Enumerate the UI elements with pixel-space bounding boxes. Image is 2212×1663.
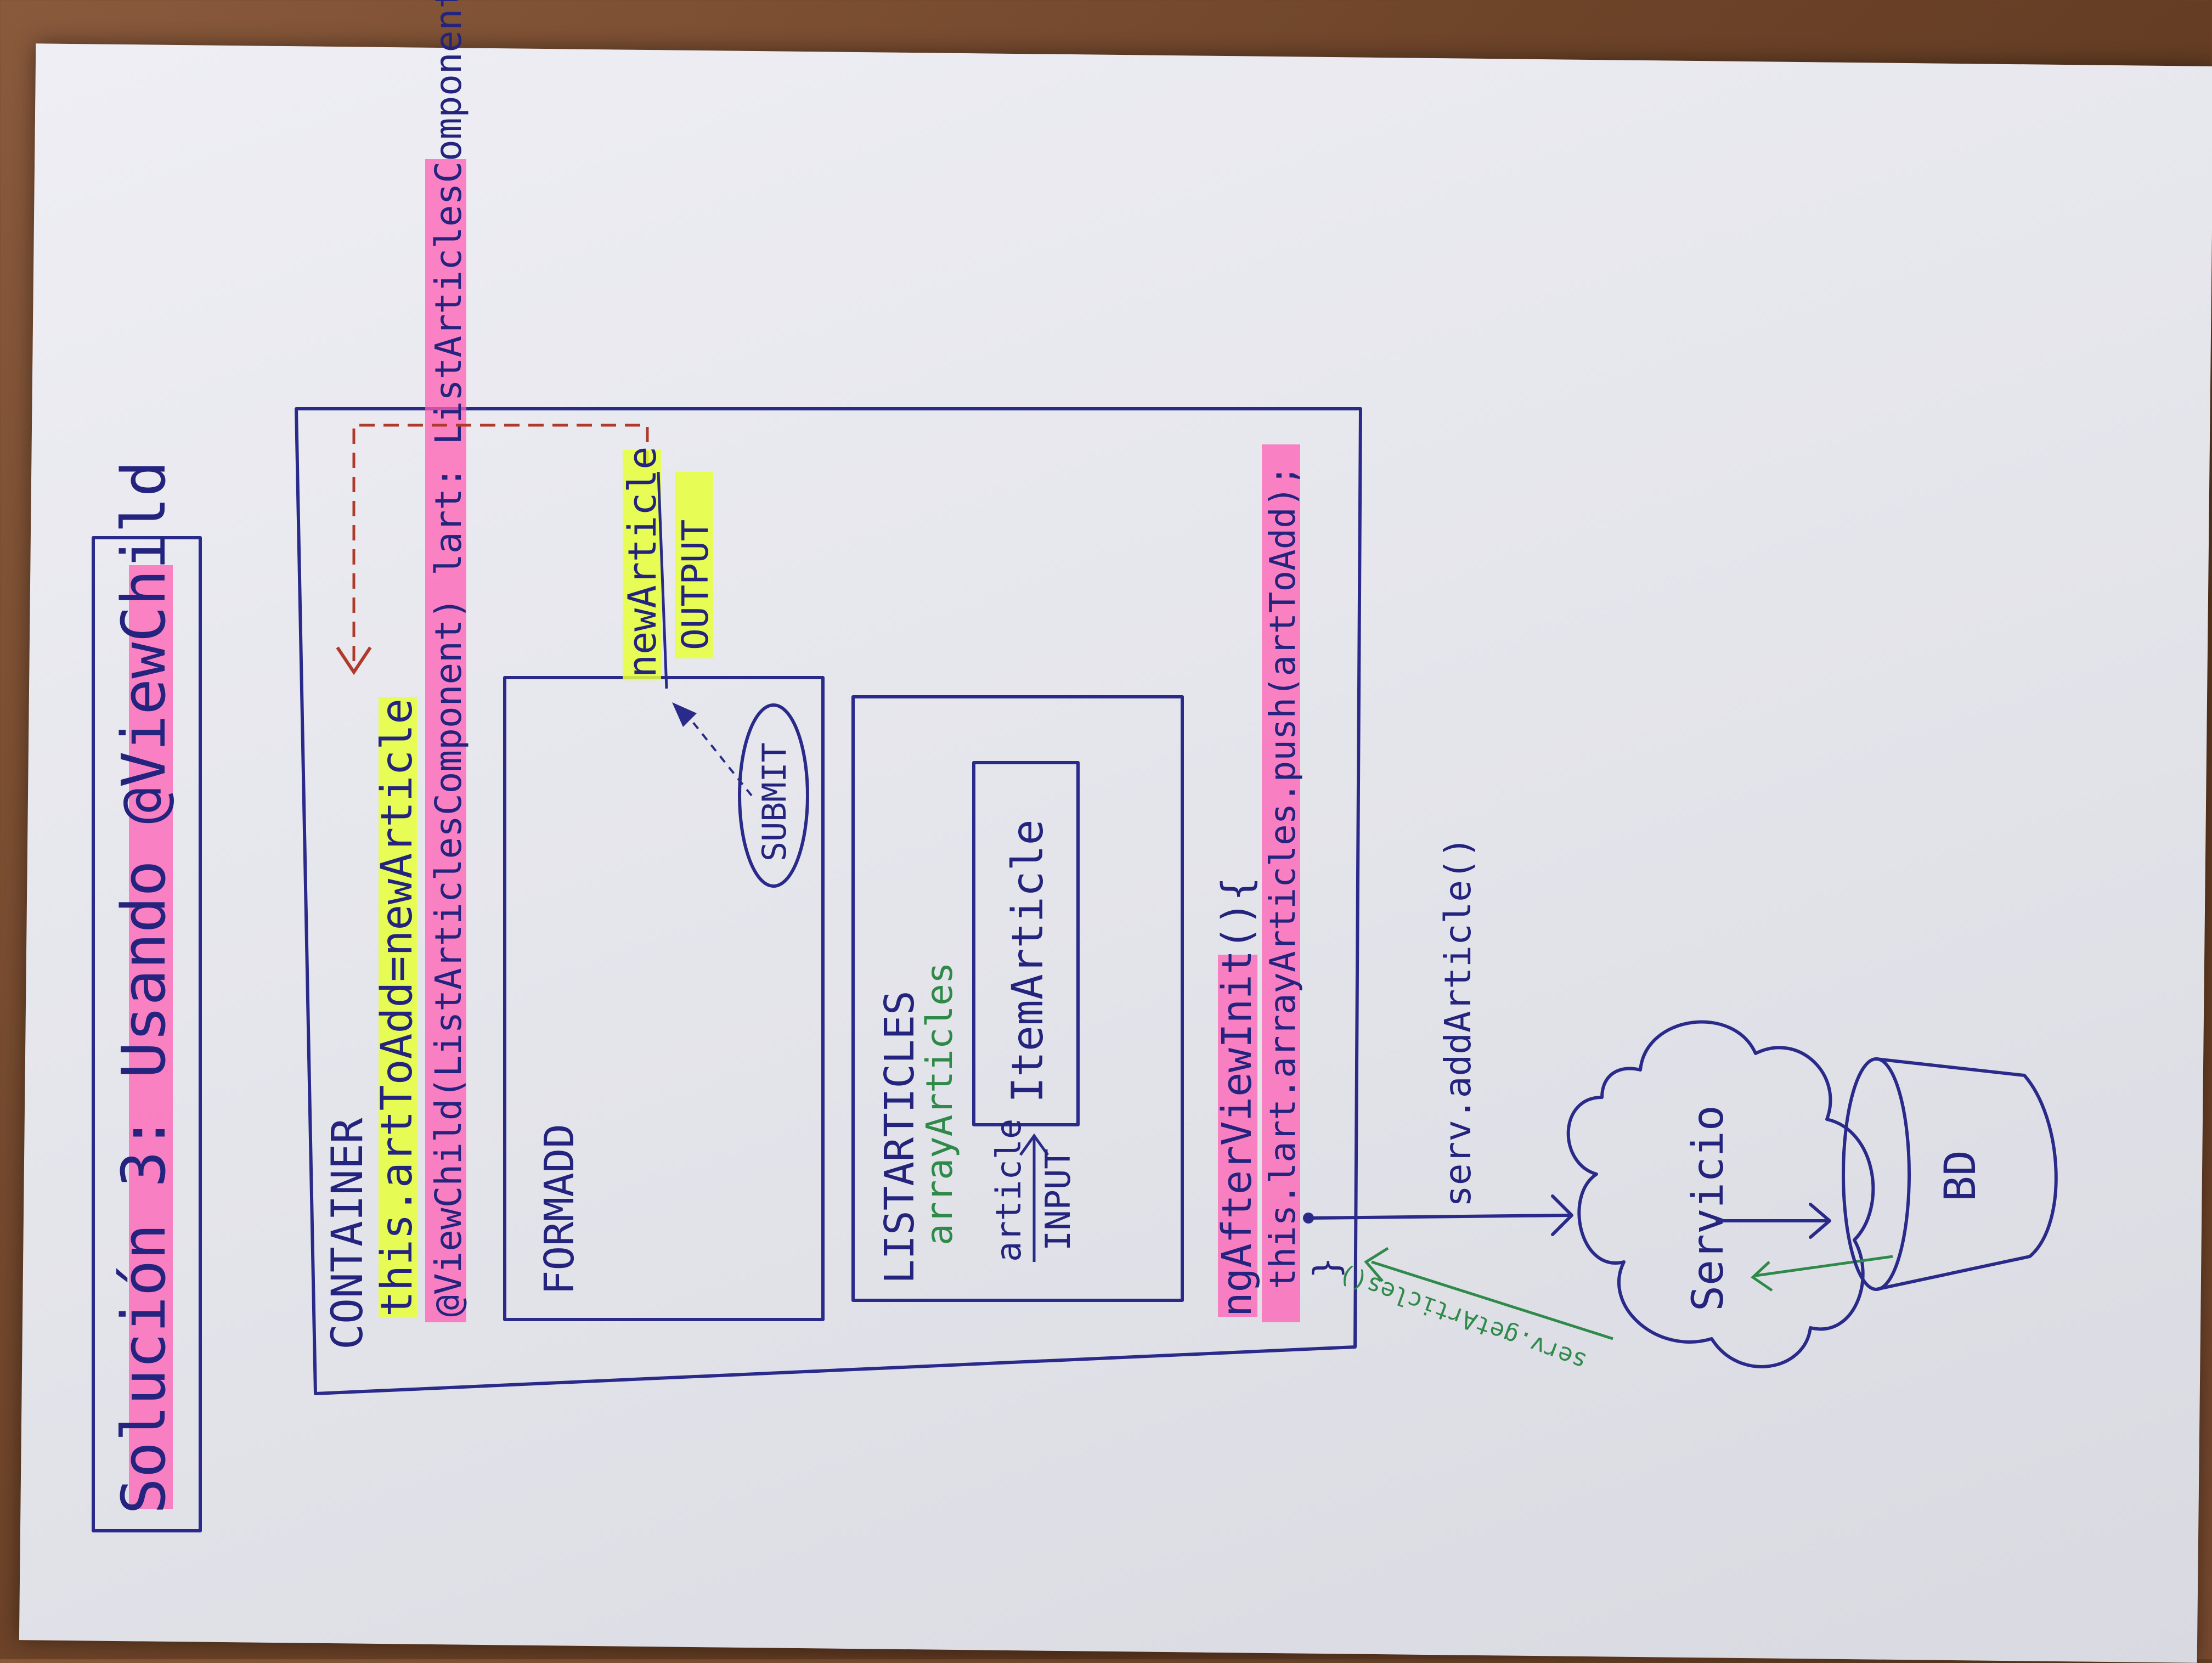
bd-cylinder-top	[1842, 1057, 1911, 1291]
assign-highlight	[379, 697, 417, 1317]
servicio-to-bd-arrowhead	[1809, 1203, 1831, 1239]
formadd-box	[503, 676, 825, 1321]
submit-to-output-line	[685, 712, 753, 797]
push-line: this.lart.arrayArticles.push(artToAdd);	[1263, 465, 1304, 1289]
listarticles-box	[851, 695, 1184, 1302]
input-arrowhead	[1019, 1133, 1049, 1156]
bd-label: BD	[1936, 1150, 1985, 1202]
servicio-cloud	[1566, 1020, 1875, 1368]
array-name-label: arrayArticles	[918, 962, 961, 1245]
get-articles-arrowhead	[1364, 1247, 1389, 1282]
bd-to-servicio-arrowhead	[1751, 1261, 1773, 1292]
output-arrowhead	[672, 702, 697, 727]
add-article-arrowhead	[1551, 1194, 1573, 1236]
submit-button	[738, 703, 809, 888]
afterinit-highlight	[1218, 955, 1257, 1317]
bd-to-servicio-arrow	[1755, 1255, 1893, 1277]
output-highlight	[675, 472, 713, 658]
output-connector	[657, 471, 668, 689]
closing-brace: }	[1307, 1257, 1347, 1278]
add-article-label: serv.addArticle()	[1437, 836, 1479, 1207]
newarticle-highlight	[623, 450, 661, 680]
submit-label: SUBMIT	[755, 742, 794, 861]
input-name-label: article	[989, 1119, 1029, 1262]
itemarticle-label: ItemArticle	[1003, 819, 1053, 1103]
title-box	[92, 536, 202, 1532]
servicio-label: Servicio	[1684, 1105, 1733, 1311]
page-title: Solución 3: Usando @ViewChild	[109, 460, 179, 1514]
title-highlight	[129, 565, 173, 1509]
viewchild-highlight	[425, 159, 466, 1322]
assign-line: this.artToAdd=newArticle	[373, 698, 422, 1317]
dashed-flow-arrow	[352, 424, 649, 667]
container-label: CONTAINER	[323, 1118, 373, 1350]
listarticles-label: LISTARTICLES	[876, 990, 923, 1284]
output-label: OUTPUT	[674, 520, 716, 650]
bd-cylinder-body	[1875, 1057, 2058, 1291]
output-name: newArticle	[620, 447, 665, 678]
after-init-line: ngAfterViewInit(){	[1214, 877, 1261, 1317]
viewchild-line: @ViewChild(ListArticlesComponent) lart: …	[427, 0, 470, 1317]
push-highlight	[1262, 444, 1300, 1322]
container-box	[295, 407, 1362, 1395]
input-label: INPUT	[1038, 1148, 1078, 1251]
add-article-arrow	[1307, 1214, 1571, 1220]
dashed-arrowhead	[336, 646, 372, 675]
formadd-label: FORMADD	[536, 1124, 583, 1295]
get-articles-arrow	[1371, 1260, 1613, 1340]
itemarticle-box	[972, 761, 1080, 1126]
